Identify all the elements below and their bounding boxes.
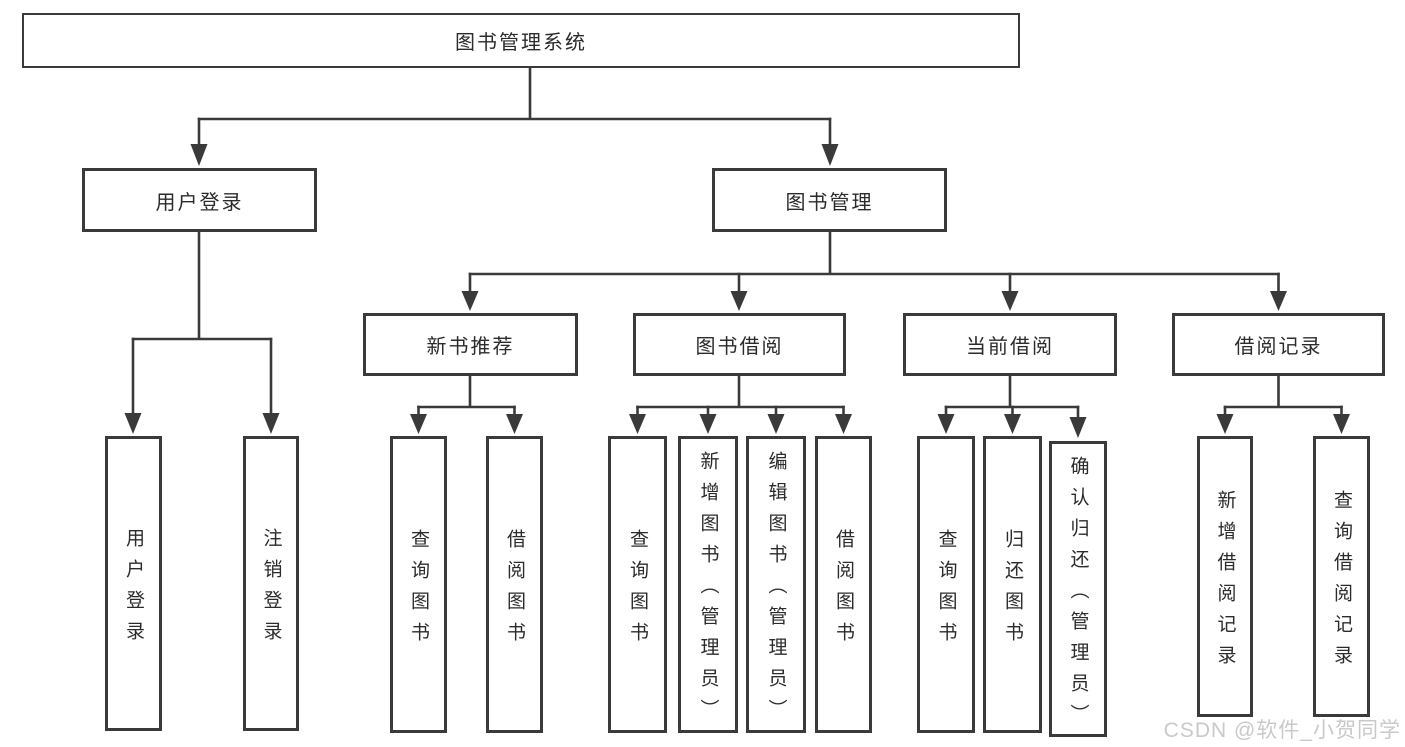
arrowhead-down-icon [506,414,523,434]
node-label: 注销登录 [260,527,282,652]
arrowhead-down-icon [262,413,280,434]
watermark: CSDN @软件_小贺同学 [1163,719,1401,742]
leaf-confirm-return-admin: 确认归还（管理员） [1049,441,1107,737]
node-label: 借阅图书 [504,528,525,653]
node-user-login: 用户登录 [82,168,317,232]
arrowhead-down-icon [1216,414,1234,434]
connector-root-to-level2 [190,66,839,166]
leaf-query-borrow-record: 查询借阅记录 [1313,436,1370,717]
node-book-management: 图书管理 [712,168,947,232]
connector-user-login-to-leaves [124,231,280,434]
arrowhead-down-icon [1069,417,1087,438]
leaf-query-books: 查询图书 [390,436,447,733]
arrowhead-down-icon [461,291,479,311]
node-label: 查询图书 [935,528,957,653]
leaf-borrow-books: 借阅图书 [815,436,872,733]
arrowhead-down-icon [410,414,427,434]
arrowhead-down-icon [835,414,852,434]
arrowhead-down-icon [1001,291,1019,311]
leaf-add-borrow-record: 新增借阅记录 [1197,436,1253,717]
node-label: 用户登录 [123,527,144,652]
leaf-query-books: 查询图书 [608,436,667,733]
node-current-borrowing: 当前借阅 [903,313,1117,376]
node-borrowing-records: 借阅记录 [1172,313,1385,376]
leaf-logout: 注销登录 [243,436,299,731]
node-label: 查询借阅记录 [1331,489,1352,676]
node-label: 编辑图书（管理员） [765,451,787,730]
connector-new-book-to-leaves [410,374,523,434]
leaf-user-login: 用户登录 [105,436,162,731]
node-label: 查询图书 [408,528,429,653]
node-label: 确认归还（管理员） [1067,455,1089,735]
leaf-borrow-books: 借阅图书 [486,436,543,733]
connector-current-borrowing-to-leaves [937,374,1087,438]
node-book-borrowing: 图书借阅 [633,313,846,376]
arrowhead-down-icon [1333,414,1350,434]
node-label: 新增图书（管理员） [697,451,719,730]
arrowhead-down-icon [937,414,955,434]
arrowhead-down-icon [190,144,208,166]
arrowhead-down-icon [629,414,646,434]
node-label: 图书借阅 [695,336,784,358]
leaf-add-book-admin: 新增图书（管理员） [678,436,738,733]
leaf-return-book: 归还图书 [983,436,1042,733]
arrowhead-down-icon [730,291,748,311]
node-label: 当前借阅 [966,336,1054,358]
leaf-edit-book-admin: 编辑图书（管理员） [746,436,806,733]
arrowhead-down-icon [1004,414,1021,434]
node-label: 借阅记录 [1234,336,1323,358]
node-new-book-recommendation: 新书推荐 [363,313,578,376]
node-label: 新增借阅记录 [1214,489,1236,676]
node-label: 图书管理系统 [455,32,587,54]
node-label: 借阅图书 [833,528,854,653]
arrowhead-down-icon [699,414,717,434]
node-label: 归还图书 [1002,528,1023,653]
node-library-management-system: 图书管理系统 [22,13,1020,68]
leaf-query-books: 查询图书 [917,436,975,733]
node-label: 查询图书 [627,528,648,653]
arrowhead-down-icon [1270,291,1287,311]
node-label: 用户登录 [155,191,244,214]
arrowhead-down-icon [124,413,142,434]
connector-book-management-to-level3 [461,231,1287,311]
connector-book-borrowing-to-leaves [629,374,852,434]
node-label: 新书推荐 [426,336,515,358]
arrowhead-down-icon [821,144,839,166]
arrowhead-down-icon [767,414,785,434]
connector-borrowing-records-to-leaves [1216,374,1350,434]
node-label: 图书管理 [785,191,874,214]
